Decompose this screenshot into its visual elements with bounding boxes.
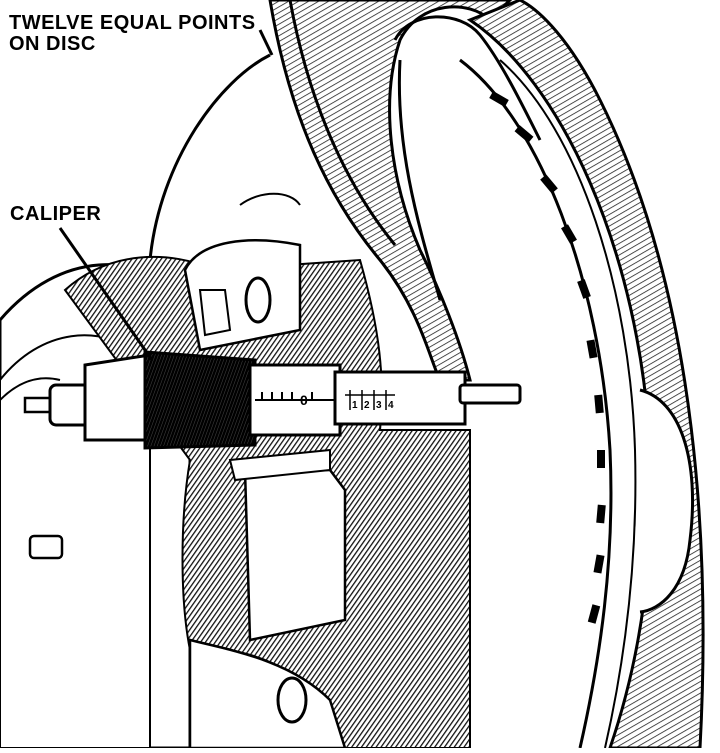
sleeve-ticks <box>261 392 313 400</box>
disc-points-label-line2: ON DISC <box>9 33 96 55</box>
vent-slots <box>489 91 606 624</box>
disc-points-leader <box>258 29 274 56</box>
thimble-digit-4: 4 <box>388 400 394 411</box>
micrometer: 0 1 2 3 4 <box>23 350 522 450</box>
thimble-scale <box>345 390 395 410</box>
leader-lines <box>58 29 274 361</box>
caliper-label: CALIPER <box>10 203 102 225</box>
caliper-leader <box>58 227 154 361</box>
sleeve-digit: 0 <box>300 392 308 408</box>
disc-points-label-line1: TWELVE EQUAL POINTS <box>9 12 256 34</box>
thimble-digit-1: 1 <box>352 400 358 411</box>
disc-points-label: TWELVE EQUAL POINTS ON DISC <box>9 13 256 55</box>
caliper-bracket <box>268 0 542 382</box>
thimble-digit-2: 2 <box>364 400 370 411</box>
thimble-digit-3: 3 <box>376 400 382 411</box>
rotor-rim <box>459 0 705 750</box>
rotor-disc-outline <box>148 53 301 261</box>
